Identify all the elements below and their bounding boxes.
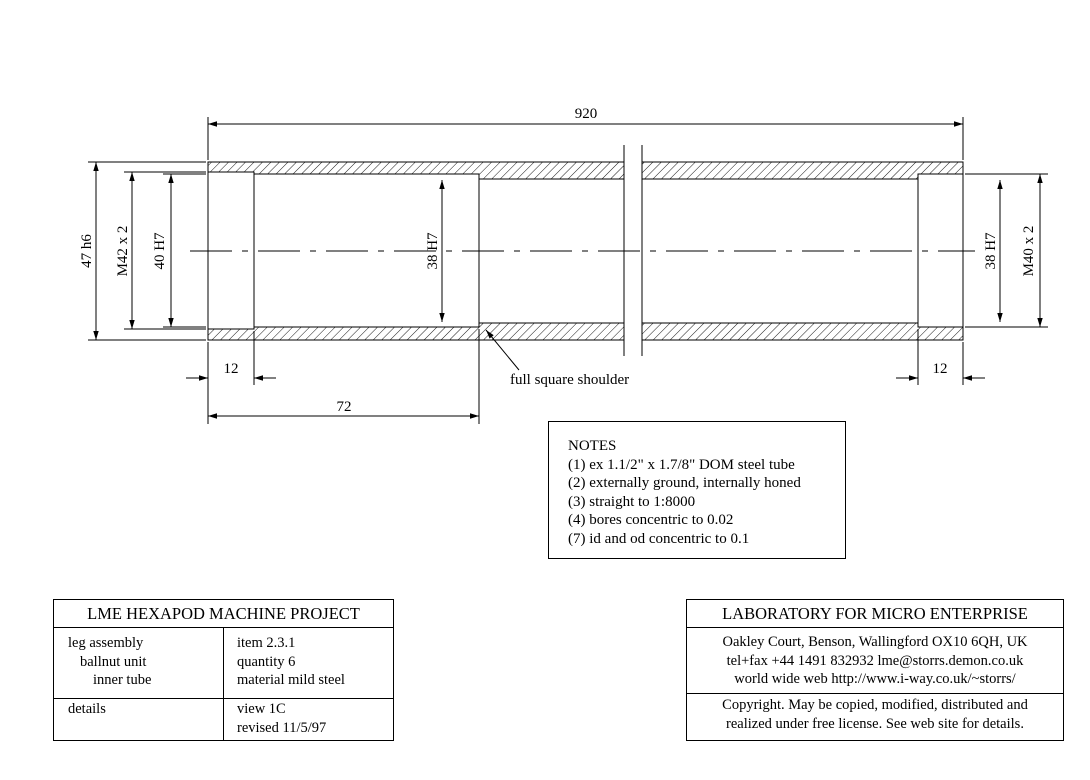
- notes-heading: NOTES: [568, 438, 617, 454]
- left-thread-label: M42 x 2: [115, 226, 131, 277]
- right-bore-label: 38 H7: [983, 232, 999, 270]
- note-item: (3) straight to 1:8000: [568, 493, 696, 510]
- note-item: (4) bores concentric to 0.02: [568, 512, 734, 528]
- bottom-wall-right: [641, 322, 964, 341]
- shoulder-callout: full square shoulder: [510, 372, 629, 388]
- material: material mild steel: [237, 672, 345, 688]
- bore-depth-label: 72: [337, 399, 352, 415]
- note-item: (1) ex 1.1/2" x 1.7/8" DOM steel tube: [568, 456, 795, 473]
- part-name: inner tube: [93, 672, 152, 688]
- license-line-2: realized under free license. See web sit…: [726, 715, 1024, 732]
- outer-diameter-label: 47 h6: [79, 234, 95, 268]
- organization-title-block: LABORATORY FOR MICRO ENTERPRISE Oakley C…: [686, 599, 1064, 741]
- details-row: details view 1C revised 11/5/97: [54, 699, 393, 740]
- top-wall-right: [641, 161, 964, 180]
- address: Oakley Court, Benson, Wallingford OX10 6…: [722, 634, 1028, 650]
- assembly-name: leg assembly: [68, 635, 144, 651]
- left-bore-label: 40 H7: [152, 232, 168, 270]
- details-label: details: [54, 699, 224, 740]
- right-thread-label: M40 x 2: [1021, 226, 1037, 277]
- part-properties: item 2.3.1 quantity 6 material mild stee…: [224, 628, 393, 698]
- project-title-block: LME HEXAPOD MACHINE PROJECT leg assembly…: [53, 599, 394, 741]
- right-thread-length-label: 12: [933, 361, 948, 377]
- contact-info: tel+fax +44 1491 832932 lme@storrs.demon…: [726, 652, 1024, 669]
- organization-name: LABORATORY FOR MICRO ENTERPRISE: [687, 600, 1063, 628]
- dimension-lines: [88, 117, 1048, 424]
- view-info: view 1C revised 11/5/97: [224, 699, 393, 740]
- overall-length-label: 920: [575, 106, 598, 122]
- license-section: Copyright. May be copied, modified, dist…: [687, 694, 1063, 740]
- item-number: item 2.3.1: [237, 635, 296, 651]
- contact-section: Oakley Court, Benson, Wallingford OX10 6…: [687, 628, 1063, 694]
- notes-box: NOTES (1) ex 1.1/2" x 1.7/8" DOM steel t…: [548, 421, 846, 559]
- license-line-1: Copyright. May be copied, modified, dist…: [722, 697, 1028, 713]
- left-thread-length-label: 12: [224, 361, 239, 377]
- part-info-row: leg assembly ballnut unit inner tube ite…: [54, 628, 393, 699]
- website: world wide web http://www.i-way.co.uk/~s…: [734, 671, 1016, 687]
- note-item: (2) externally ground, internally honed: [568, 475, 801, 491]
- quantity: quantity 6: [237, 653, 296, 670]
- view-number: view 1C: [237, 701, 286, 717]
- revision-date: revised 11/5/97: [237, 719, 327, 736]
- part-hierarchy: leg assembly ballnut unit inner tube: [54, 628, 224, 698]
- note-item: (7) id and od concentric to 0.1: [568, 530, 750, 547]
- unit-name: ballnut unit: [80, 653, 147, 670]
- middle-bore-label: 38 H7: [425, 232, 441, 270]
- project-title: LME HEXAPOD MACHINE PROJECT: [54, 600, 393, 628]
